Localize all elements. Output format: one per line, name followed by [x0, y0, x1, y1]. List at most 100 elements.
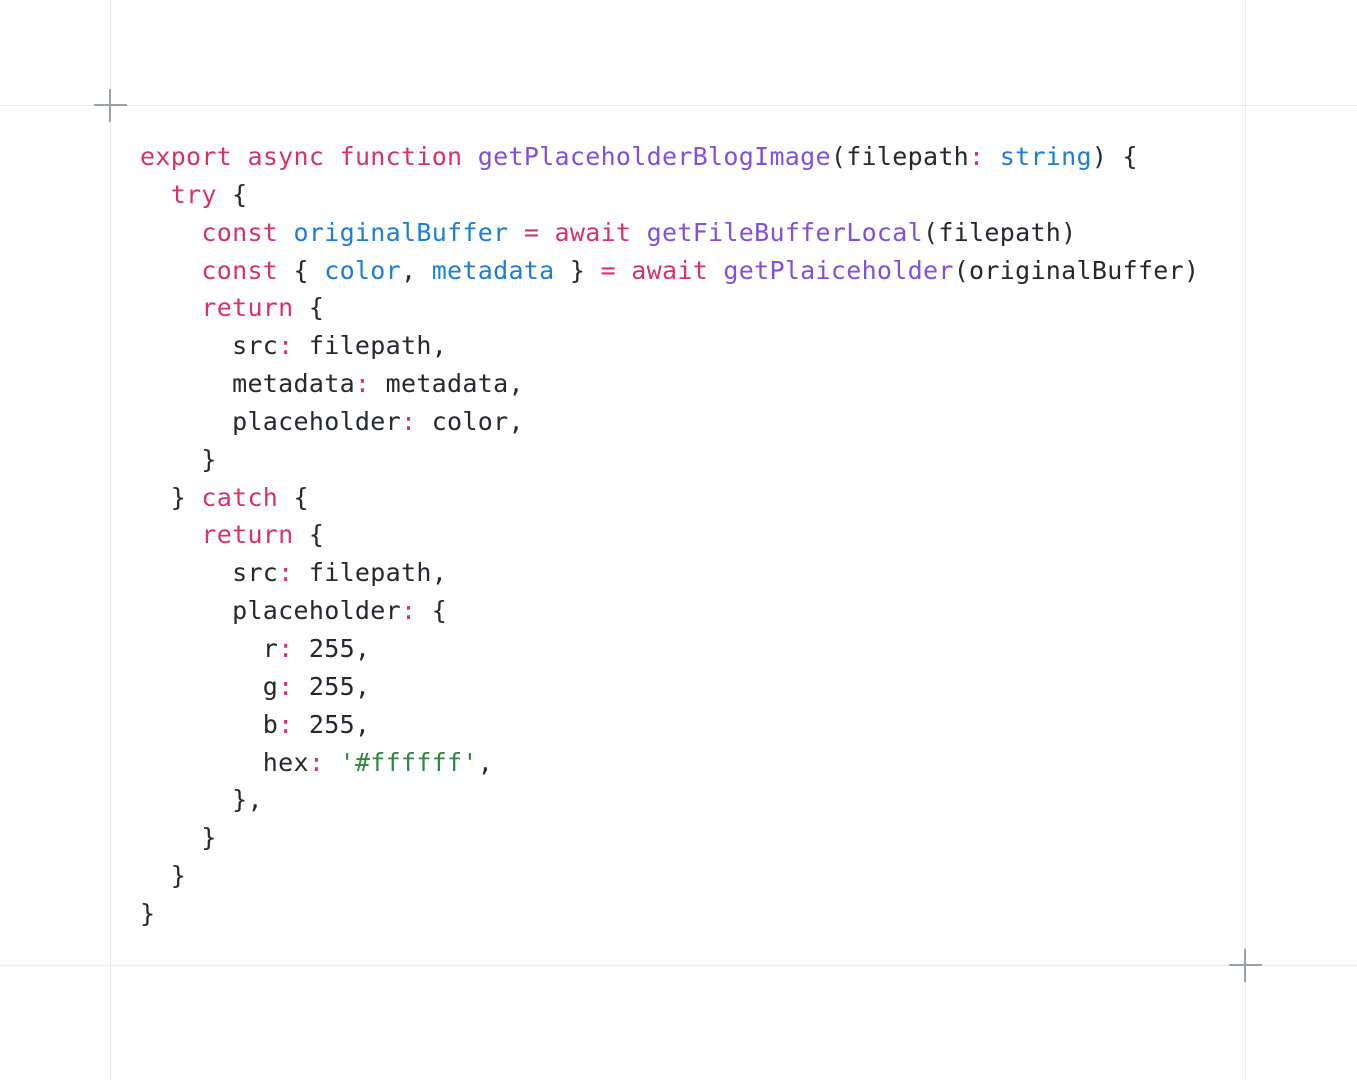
code-token-plain	[140, 293, 201, 322]
code-token-variable: originalBuffer	[293, 217, 509, 247]
code-line: g: 255,	[140, 668, 1199, 706]
code-token-plain: src	[140, 558, 279, 588]
code-token-plain: r	[140, 633, 279, 663]
code-token-plain: }	[140, 898, 156, 928]
code-token-operator: :	[400, 596, 417, 626]
code-token-operator: =	[523, 217, 540, 247]
code-line: placeholder: color,	[140, 403, 1199, 441]
code-token-plain: }	[140, 823, 217, 853]
code-token-operator: =	[600, 255, 616, 285]
frame-line-horizontal-bottom	[0, 965, 1357, 966]
code-token-operator: :	[278, 633, 294, 663]
code-token-plain: {	[416, 596, 448, 626]
code-token-plain	[140, 218, 201, 247]
code-token-plain	[324, 142, 339, 171]
code-line: },	[140, 781, 1199, 819]
code-token-function: getFileBufferLocal	[646, 217, 923, 247]
code-token-plain: ) {	[1091, 142, 1138, 171]
code-token-plain: {	[293, 520, 325, 550]
code-token-plain	[462, 142, 477, 171]
code-token-keyword: export	[140, 142, 233, 171]
code-token-keyword: await	[631, 255, 709, 285]
code-token-plain	[140, 180, 171, 209]
code-token-plain: 255,	[293, 709, 371, 739]
code-line: return {	[140, 289, 1199, 327]
code-token-plain: metadata,	[370, 369, 524, 399]
code-token-keyword: try	[170, 179, 217, 209]
code-token-keyword: const	[201, 217, 279, 247]
code-token-variable: color	[324, 255, 401, 285]
code-line: r: 255,	[140, 630, 1199, 668]
code-token-keyword: await	[554, 217, 632, 247]
code-token-plain: hex	[140, 747, 309, 777]
code-token-function: getPlaiceholder	[723, 255, 954, 285]
code-token-plain	[278, 218, 293, 247]
code-token-plain: 255,	[293, 633, 371, 663]
code-token-plain	[616, 256, 631, 285]
code-token-plain: }	[140, 482, 202, 512]
code-token-operator: :	[278, 558, 294, 588]
code-token-plain: ,	[477, 747, 494, 777]
code-line: const originalBuffer = await getFileBuff…	[140, 214, 1199, 252]
code-token-keyword: return	[201, 293, 294, 323]
crop-marker-horizontal-stroke	[1229, 964, 1262, 966]
crop-marker-horizontal-stroke	[94, 104, 127, 106]
code-token-plain: ,	[401, 255, 432, 285]
code-token-plain	[324, 748, 339, 777]
code-token-plain: {	[216, 179, 248, 209]
code-token-plain	[539, 218, 554, 247]
code-token-keyword: const	[201, 255, 279, 285]
code-token-plain: 255,	[293, 671, 371, 701]
code-token-keyword: catch	[201, 482, 279, 512]
code-token-plain: },	[140, 785, 263, 815]
code-token-plain: metadata	[140, 369, 355, 399]
code-line: }	[140, 857, 1199, 895]
code-token-function: getPlaceholderBlogImage	[477, 142, 831, 171]
code-token-keyword: function	[339, 142, 463, 171]
code-token-variable: metadata	[431, 255, 555, 285]
code-line: metadata: metadata,	[140, 365, 1199, 403]
code-token-operator: :	[278, 709, 294, 739]
frame-line-horizontal-top	[0, 105, 1357, 106]
code-token-plain: (originalBuffer)	[953, 255, 1200, 285]
code-line: placeholder: {	[140, 592, 1199, 630]
code-token-plain	[984, 142, 999, 171]
code-line: return {	[140, 516, 1199, 554]
code-line: export async function getPlaceholderBlog…	[140, 138, 1199, 176]
code-token-plain	[508, 218, 523, 247]
code-token-plain: }	[140, 444, 217, 474]
code-line: hex: '#ffffff',	[140, 744, 1199, 782]
code-token-keyword: return	[201, 520, 294, 550]
frame-line-vertical-right	[1245, 0, 1246, 1080]
code-line: src: filepath,	[140, 327, 1199, 365]
code-token-plain: placeholder	[140, 406, 401, 436]
code-token-type: string	[999, 142, 1092, 171]
code-token-plain	[140, 520, 201, 549]
code-token-keyword: async	[247, 142, 325, 171]
code-token-plain	[232, 142, 247, 171]
code-token-operator: :	[278, 331, 294, 361]
code-token-plain: (filepath	[830, 142, 970, 171]
code-token-operator: :	[354, 369, 371, 399]
code-line: }	[140, 895, 1199, 933]
code-token-plain: color,	[416, 406, 524, 436]
code-token-string: '#ffffff'	[339, 747, 478, 777]
code-token-plain	[631, 218, 646, 247]
code-token-operator: :	[278, 671, 294, 701]
code-token-plain: filepath,	[293, 331, 448, 361]
code-block: export async function getPlaceholderBlog…	[140, 138, 1199, 933]
code-token-plain	[708, 256, 723, 285]
code-line: }	[140, 441, 1199, 479]
code-line: } catch {	[140, 479, 1199, 517]
code-line: try {	[140, 176, 1199, 214]
code-token-plain: src	[140, 331, 279, 361]
code-line: b: 255,	[140, 706, 1199, 744]
code-token-operator: :	[400, 406, 417, 436]
code-line: }	[140, 819, 1199, 857]
code-token-operator: :	[969, 142, 985, 171]
code-token-plain: {	[278, 255, 325, 285]
code-token-plain: placeholder	[140, 596, 401, 626]
code-token-plain: g	[140, 671, 279, 701]
code-token-plain: {	[293, 293, 325, 323]
